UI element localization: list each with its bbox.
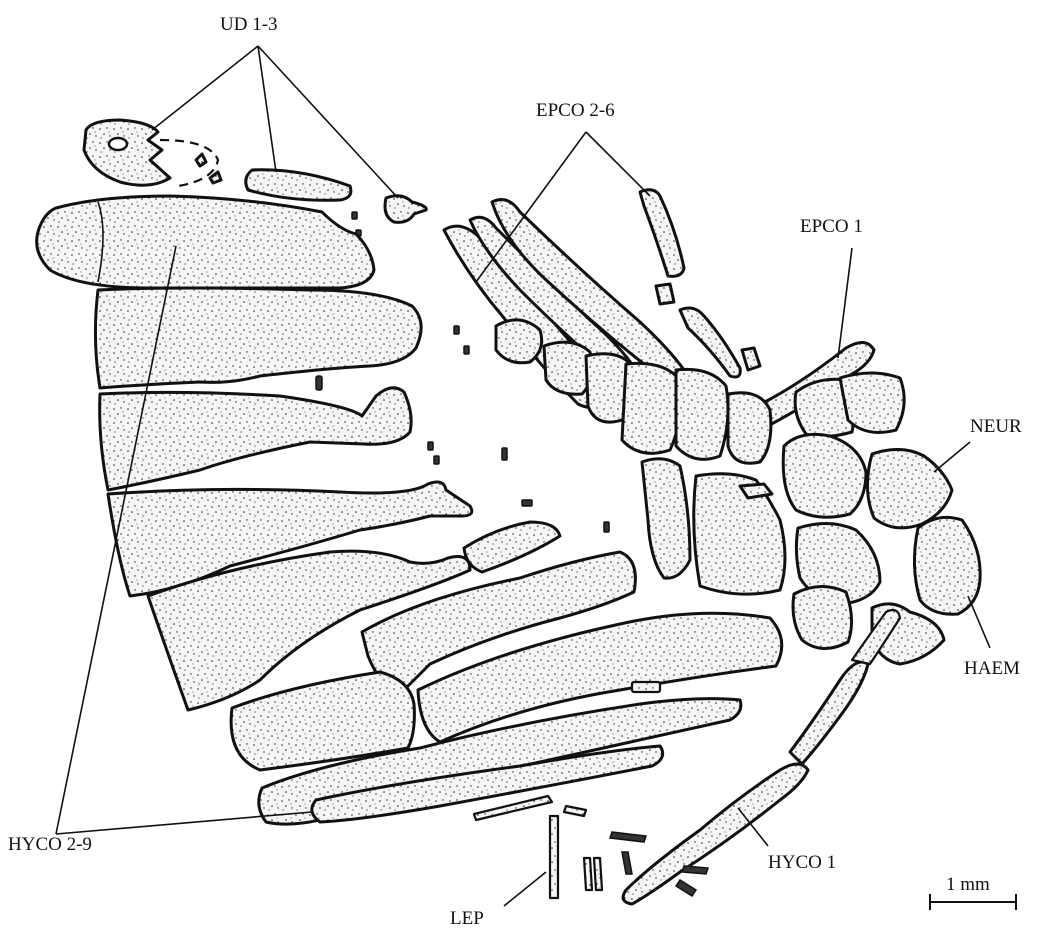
small-chip [352,212,357,219]
centrum [676,369,728,459]
small-chip [316,376,322,390]
epco-bone [640,190,684,277]
lep-ray [584,858,592,890]
arch-element [642,459,690,578]
small-chip [632,682,660,692]
epco-bone [680,308,740,377]
ud-fragment [196,154,206,166]
hyco-1-extension [790,662,868,764]
epco-2-6-leader [586,132,650,196]
label-ud: UD 1-3 [220,14,278,35]
scale-bar [930,894,1016,910]
small-chip [434,456,439,464]
lep-leader [504,872,546,906]
centrum [544,342,592,394]
haem-leader [968,596,990,648]
ud-bone-1 [84,120,170,185]
small-chip [454,326,459,334]
centrum [840,373,904,432]
small-chip [464,346,469,354]
epco-bone [742,348,760,370]
ud-leader [258,46,276,172]
lep-ray [564,806,586,816]
centrum [622,363,681,453]
lep-ray [676,880,696,896]
hypural-bone [95,288,421,388]
hypural-bone [464,522,560,572]
label-neur: NEUR [970,416,1022,437]
label-lep: LEP [450,908,484,928]
lep-ray [622,852,632,874]
label-haem: HAEM [964,658,1020,679]
haemal-arch [793,586,852,648]
hyco-1-bone [623,764,808,904]
label-epco-1: EPCO 1 [800,216,863,237]
small-chip [604,522,609,532]
small-chip [428,442,433,450]
label-scale: 1 mm [946,874,990,895]
epco-1-leader [838,248,852,358]
lep-ray [550,816,558,898]
ud-fragment-2 [210,172,221,183]
hypural-bone [100,388,411,490]
small-chip [502,448,507,460]
centrum [496,320,542,363]
label-hyco-2-9: HYCO 2-9 [8,834,92,855]
lep-ray [474,796,552,820]
lep-ray [610,832,646,842]
lep-ray [682,866,708,874]
ud-leader [152,46,258,130]
epco-bone [656,284,674,304]
arch-element [740,484,772,498]
hypural-bone [37,196,374,288]
centrum [728,393,771,464]
label-hyco-1: HYCO 1 [768,852,836,873]
lep-ray [594,858,602,890]
small-chip [522,500,532,506]
neural-arch [783,434,866,517]
ud-bone-2 [246,170,351,200]
label-epco-2-6: EPCO 2-6 [536,100,615,121]
ud-foramen [109,138,127,150]
ud-bone-3 [385,196,426,223]
neural-arch [867,449,952,527]
neur-leader [934,442,970,472]
